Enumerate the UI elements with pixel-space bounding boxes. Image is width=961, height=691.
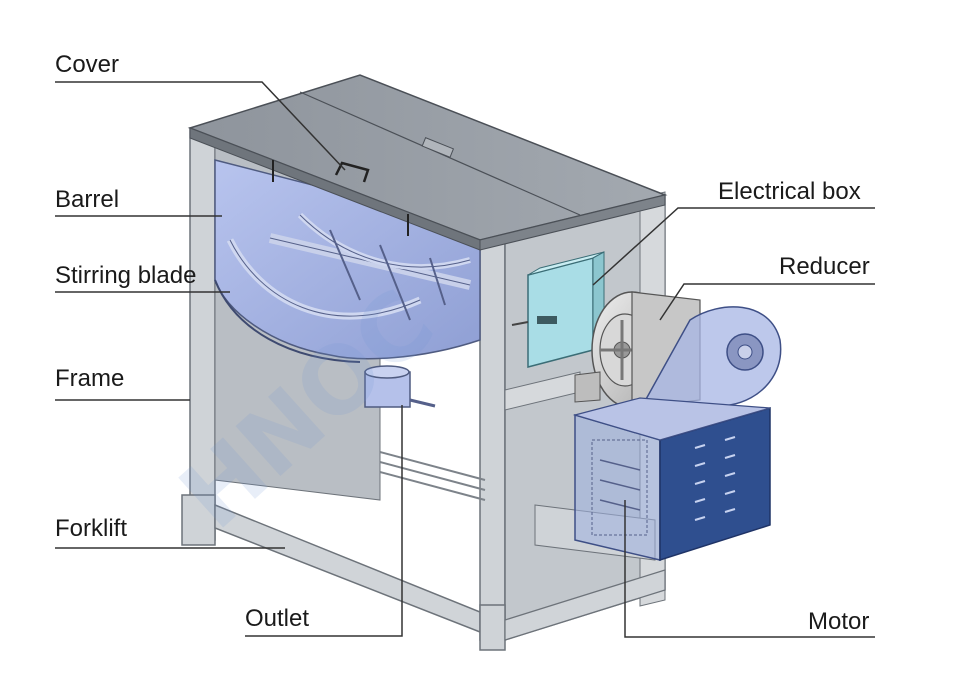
label-outlet: Outlet [245, 605, 310, 632]
label-forklift: Forklift [55, 515, 127, 542]
cover [187, 74, 668, 251]
motor [572, 397, 771, 562]
leader-lines [55, 81, 875, 638]
leader-outlet [245, 405, 403, 637]
label-barrel: Barrel [55, 186, 120, 213]
reducer [574, 291, 782, 431]
label-motor: Motor [808, 608, 870, 635]
label-electrical-box: Electrical box [718, 178, 861, 205]
barrel [214, 159, 481, 408]
label-stirring-blade: Stirring blade [55, 262, 197, 289]
label-reducer: Reducer [779, 253, 870, 280]
label-frame: Frame [55, 365, 125, 392]
leader-cover [55, 81, 346, 171]
leader-reducer [659, 283, 875, 321]
label-cover: Cover [55, 51, 120, 78]
leader-motor [624, 500, 875, 638]
leader-electrical-box [592, 207, 875, 286]
